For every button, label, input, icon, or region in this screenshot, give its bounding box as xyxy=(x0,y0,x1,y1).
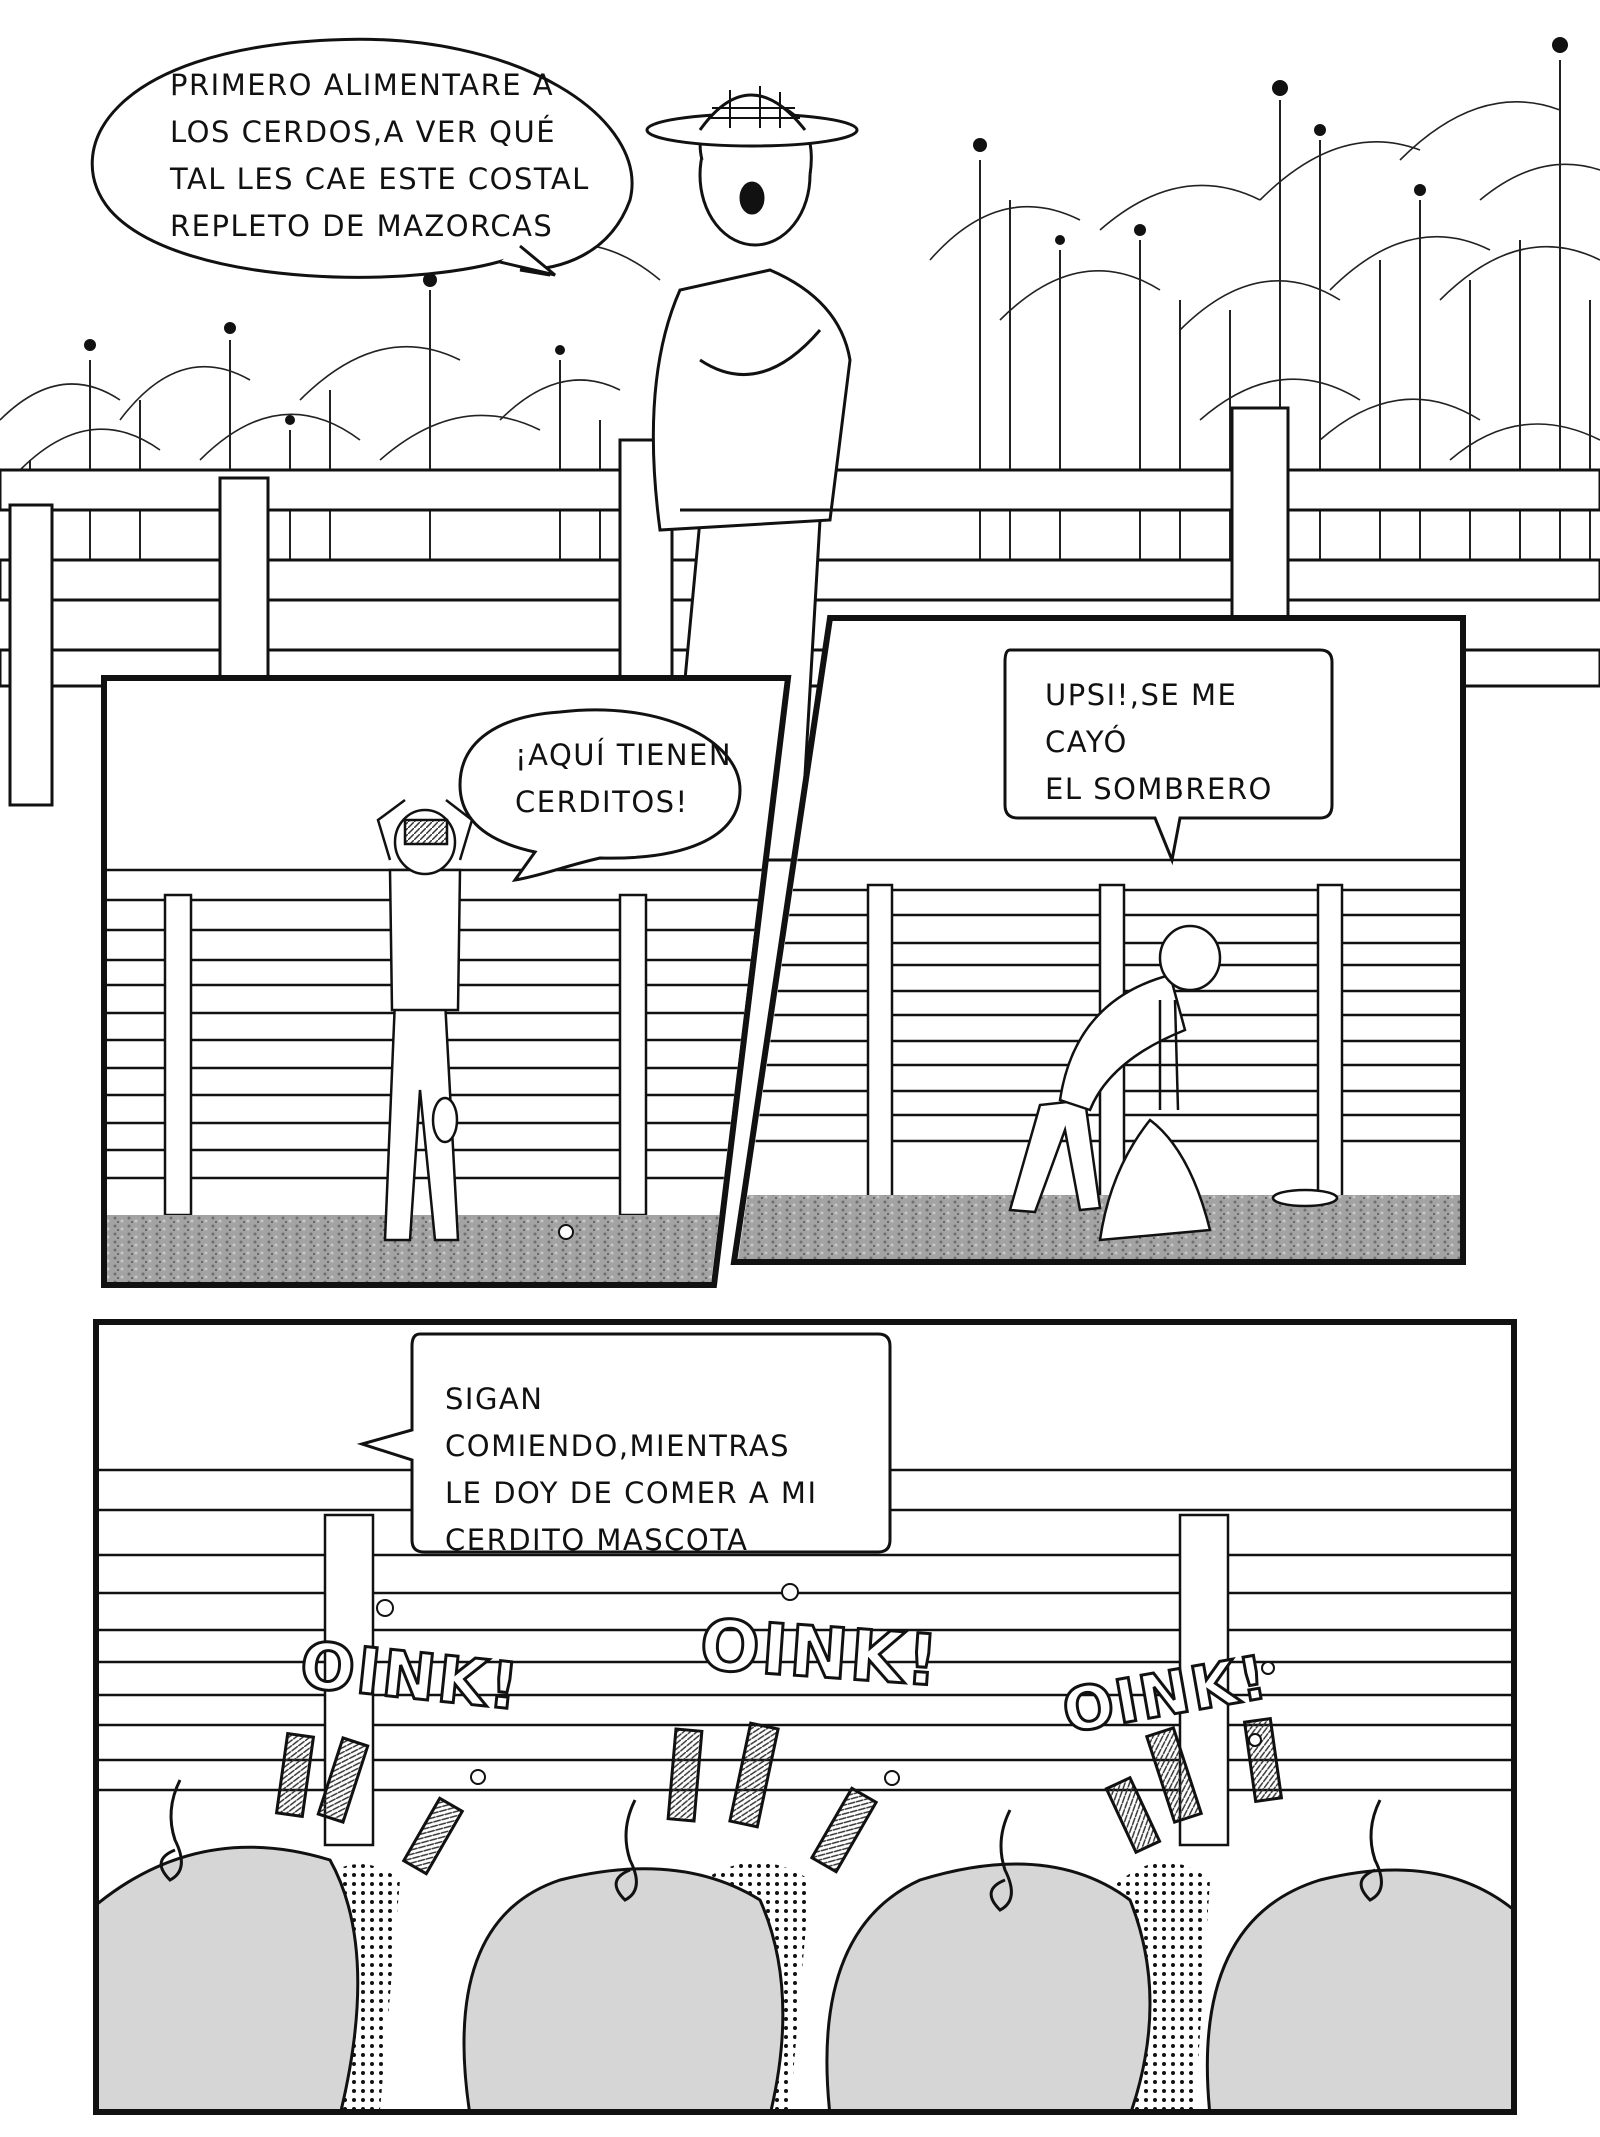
panel-3 xyxy=(730,615,1466,1265)
panel-1-background xyxy=(0,37,1600,862)
panel-4-balloon-text: SIGAN COMIENDO,MIENTRAS LE DOY DE COMER … xyxy=(445,1382,818,1557)
panel-1-balloon xyxy=(90,37,634,279)
panel-4 xyxy=(93,1319,1517,2115)
panel-3-balloon-text: UPSI!,SE ME CAYÓ EL SOMBRERO xyxy=(1045,678,1273,806)
panel-2 xyxy=(101,675,792,1288)
panel-1-balloon-text: PRIMERO ALIMENTARE A LOS CERDOS,A VER QU… xyxy=(170,68,590,243)
panel-2-balloon-text: ¡AQUÍ TIENEN CERDITOS! xyxy=(515,738,733,819)
sound-effect-oink: OINK! xyxy=(696,1602,944,1704)
